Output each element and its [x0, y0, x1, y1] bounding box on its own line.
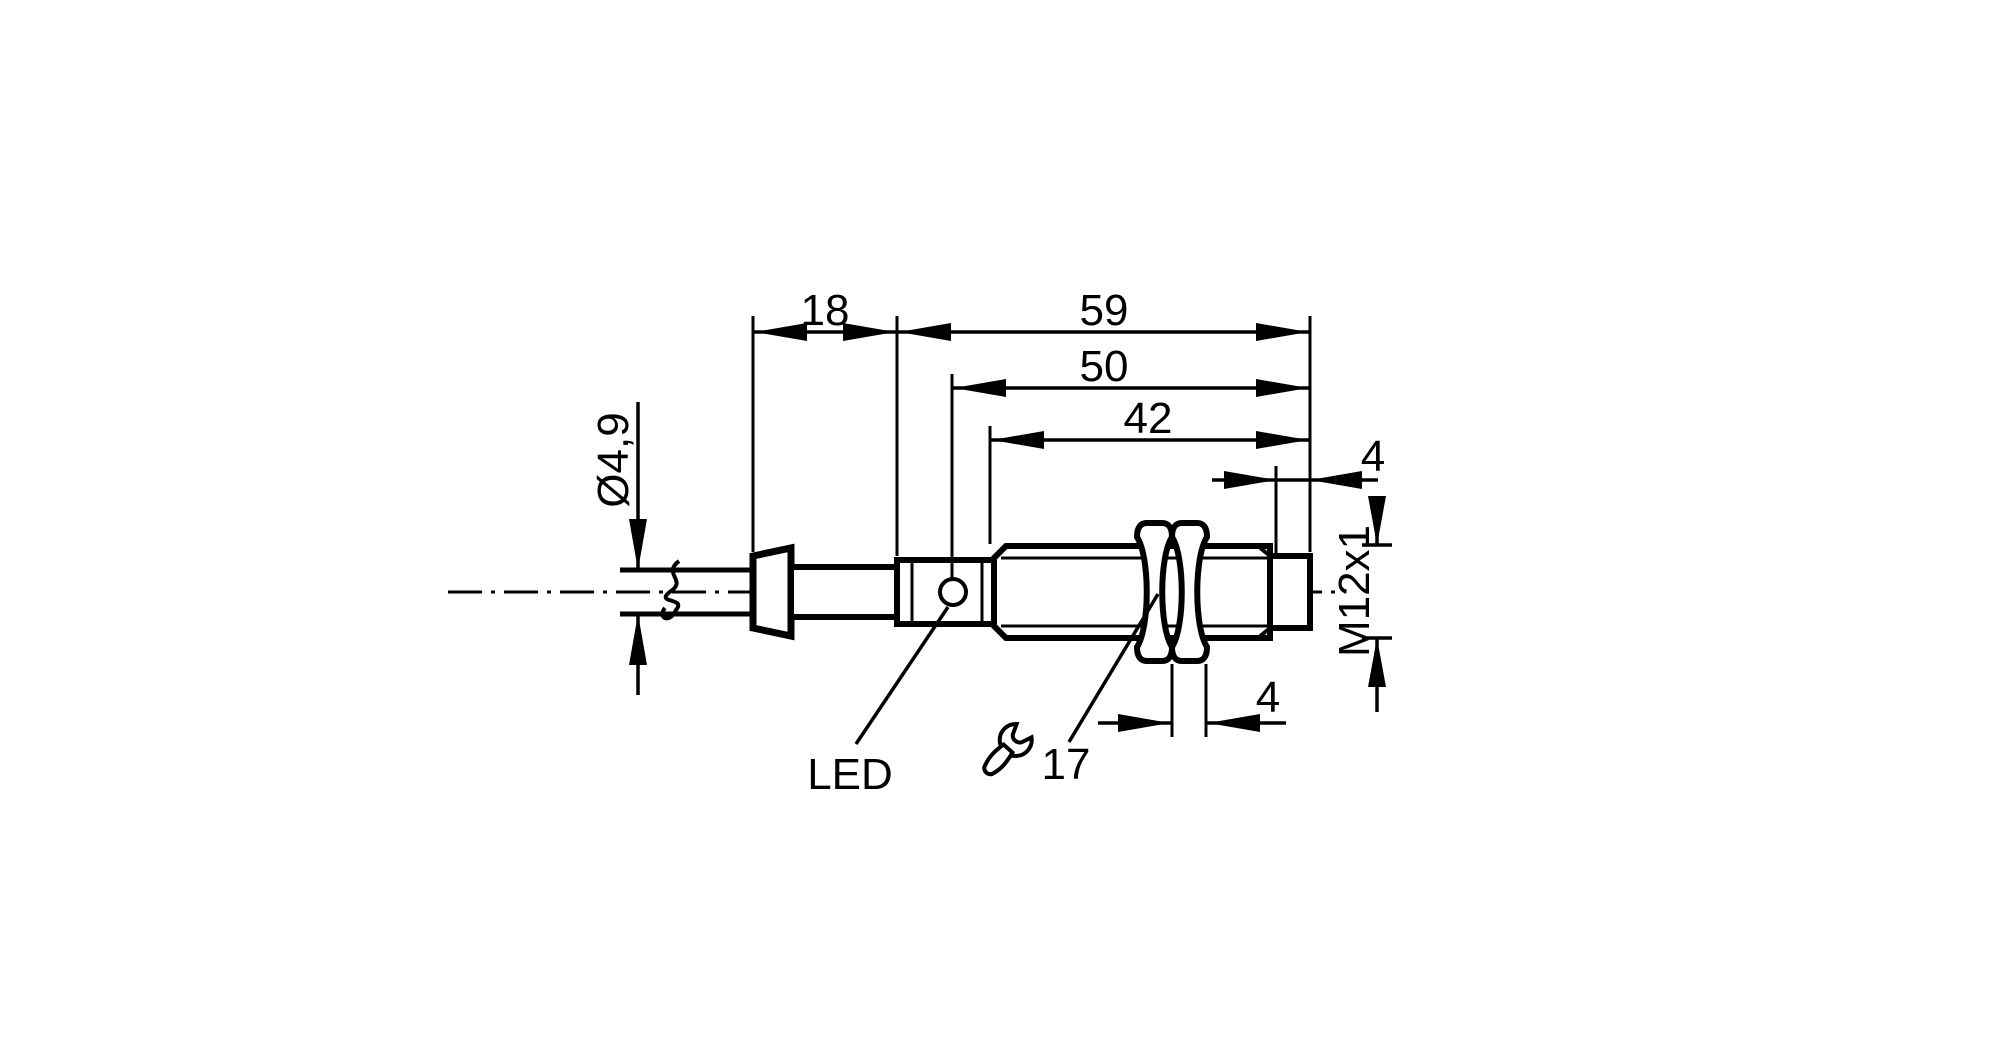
end-cap [1267, 553, 1313, 631]
dim-50-label: 50 [1080, 342, 1129, 391]
dim-m12x1-arrow-up [1368, 638, 1386, 687]
dim-dia-label: Ø4,9 [589, 412, 638, 507]
dim-42-label: 42 [1124, 394, 1173, 443]
dim-4-top-arrow-right [1310, 471, 1362, 489]
dim-50: 50 [950, 342, 1310, 581]
dim-dia-arrow-down [629, 519, 647, 570]
dim-50-arrow-right [1256, 379, 1308, 397]
wrench-size-label: 17 [1042, 740, 1091, 789]
dim-18-arrow-right [843, 323, 895, 341]
dim-dia-arrow-up [629, 614, 647, 665]
thread-outline [991, 543, 1273, 641]
dim-18: 18 [751, 286, 899, 556]
dim-50-arrow-left [954, 379, 1006, 397]
dim-4-bottom-arrow-left [1118, 714, 1170, 732]
led-leader-line [854, 606, 950, 745]
dim-18-label: 18 [801, 286, 850, 335]
hex-nut-front [1168, 520, 1211, 664]
wrench-handle [982, 741, 1016, 777]
dim-59: 59 [897, 286, 1312, 552]
barrel-section [788, 564, 900, 620]
led-callout: LED [807, 577, 968, 799]
dim-4-top-label: 4 [1361, 432, 1385, 481]
hex-nut-pair [1133, 520, 1211, 664]
dim-42-arrow-right [1256, 431, 1308, 449]
dim-4-bottom-label: 4 [1256, 673, 1280, 722]
strain-relief-cone [749, 543, 795, 641]
dim-42: 42 [988, 394, 1310, 544]
dim-59-label: 59 [1080, 286, 1129, 335]
dim-42-arrow-left [992, 431, 1044, 449]
led-label: LED [807, 750, 893, 799]
dim-4-bottom: 4 [1098, 664, 1286, 737]
dim-m12x1: M12x1 [1330, 496, 1392, 712]
cable [620, 559, 751, 621]
dim-59-arrow-right [1256, 323, 1308, 341]
wrench-leader-line [1067, 593, 1160, 743]
led-indicator-circle [938, 577, 968, 607]
dim-59-arrow-left [899, 323, 951, 341]
dim-18-arrow-left [755, 323, 807, 341]
dim-m12x1-arrow-down [1368, 496, 1386, 545]
dim-4-top: 4 [1212, 432, 1385, 554]
wrench-icon [982, 722, 1034, 777]
wrench-callout: 17 [982, 593, 1160, 789]
dim-m12x1-label: M12x1 [1330, 525, 1379, 657]
dim-4-top-arrow-left [1224, 471, 1276, 489]
cable-break-squiggle [660, 559, 681, 621]
dim-4-bottom-arrow-right [1208, 714, 1260, 732]
dim-cable-diameter: Ø4,9 [589, 402, 647, 695]
threaded-body [991, 543, 1273, 641]
